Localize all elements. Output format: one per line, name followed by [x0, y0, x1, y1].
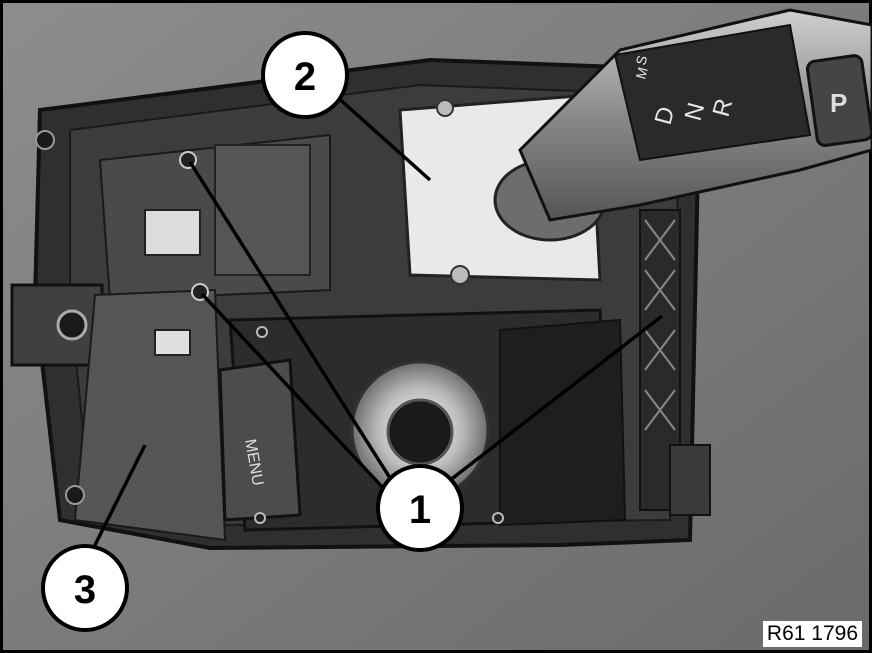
gear-knob-display [613, 23, 812, 162]
leader-3 [88, 444, 147, 556]
right-bracket [669, 444, 711, 516]
controller-dial-center [386, 398, 454, 466]
gear-n-label: N [680, 100, 711, 124]
leader-1-to-middle-screw [200, 292, 387, 492]
screw-small-a [256, 326, 268, 338]
lower-left-slot [154, 329, 191, 356]
callout-2: 2 [261, 31, 349, 119]
callout-3-label: 3 [74, 568, 96, 612]
leader-2 [333, 93, 432, 182]
screw-small-c [492, 512, 504, 524]
controller-dark-area [499, 318, 627, 527]
right-lattice-pattern [644, 219, 676, 431]
callout-1: 1 [376, 464, 464, 552]
park-button [805, 54, 872, 147]
leader-1-to-right-screw [438, 314, 664, 490]
figure-reference-code: R61 1796 [762, 621, 862, 647]
leader-1-to-upper-screw [188, 161, 392, 479]
gear-r-label: R [708, 96, 739, 120]
left-mount-hole [56, 309, 88, 341]
gear-d-label: D [650, 104, 681, 128]
upper-mid-panel [214, 144, 311, 276]
callout-1-label: 1 [409, 488, 431, 532]
gear-s-label: S [632, 54, 650, 67]
lower-left-panel [73, 288, 227, 542]
selector-module-screw [436, 99, 454, 117]
gear-p-label: P [830, 88, 847, 118]
screw-small-b [254, 512, 266, 524]
callout-3: 3 [41, 544, 129, 632]
top-left-hole [35, 130, 55, 150]
leader-lines [88, 93, 664, 556]
gear-m-label: M [632, 65, 650, 80]
lower-left-hole [65, 485, 85, 505]
callout-2-label: 2 [294, 55, 316, 99]
selector-module-screw-bottom [450, 265, 470, 285]
upper-left-window [144, 209, 201, 256]
